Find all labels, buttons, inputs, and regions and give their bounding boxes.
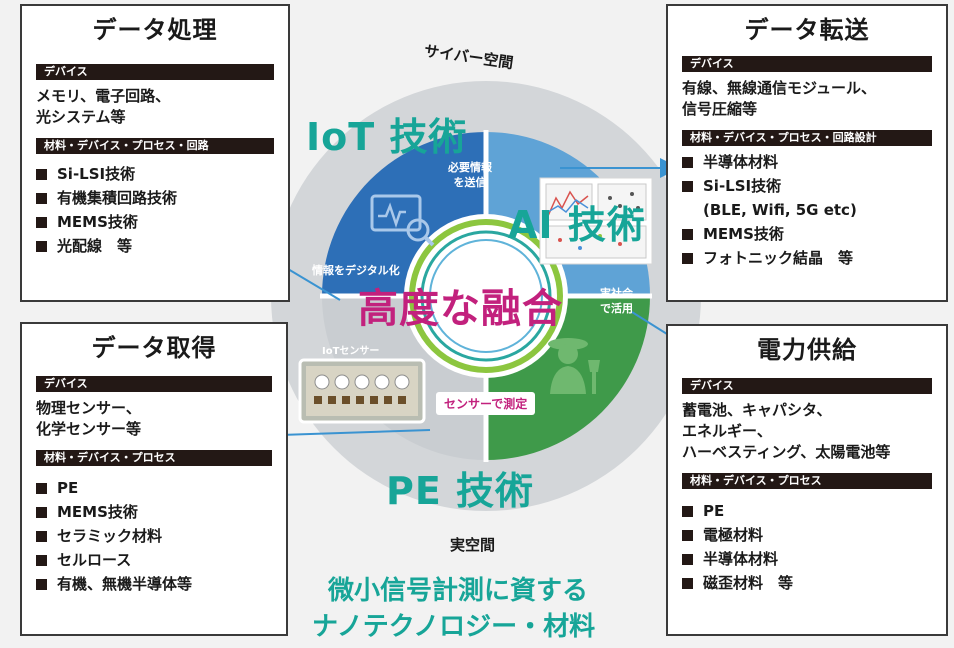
iot-sensor-label: IoTセンサー — [322, 346, 380, 357]
data-processing-title: データ処理 — [92, 16, 218, 44]
list-item: MEMS技術 — [36, 500, 272, 524]
device-label: デバイス — [682, 56, 932, 72]
list-item: 有機集積回路技術 — [36, 186, 274, 210]
digitize-label: 情報をデジタル化 — [312, 264, 400, 277]
device-label: デバイス — [36, 376, 272, 392]
bottom-title-line1: 微小信号計測に資する — [328, 576, 589, 606]
pe-tech-label: PE 技術 — [386, 469, 535, 513]
list-item: セルロース — [36, 548, 272, 572]
data-acquisition-box: データ取得 デバイス 物理センサー、 化学センサー等 材料・デバイス・プロセス … — [20, 322, 288, 636]
list-item: 光配線 等 — [36, 234, 274, 258]
list-item: フォトニック結晶 等 — [682, 246, 932, 270]
list-item: (BLE, Wifi, 5G etc) — [703, 201, 857, 219]
data-acquisition-title: データ取得 — [91, 334, 217, 362]
data-transfer-title: データ転送 — [744, 16, 870, 44]
list-item: MEMS技術 — [36, 210, 274, 234]
power-supply-title: 電力供給 — [757, 336, 857, 364]
list-item: 電極材料 — [682, 523, 932, 547]
monitor-search-icon — [370, 194, 435, 247]
power-supply-box: 電力供給 デバイス 蓄電池、キャパシタ、 エネルギー、 ハーベスティング、太陽電… — [666, 324, 948, 636]
list-item: 半導体材料 — [682, 547, 932, 571]
materials-label: 材料・デバイス・プロセス — [36, 450, 272, 466]
chart-image-icon — [539, 177, 653, 265]
device-text: 蓄電池、キャパシタ、 エネルギー、 ハーベスティング、太陽電池等 — [682, 401, 891, 461]
materials-label: 材料・デバイス・プロセス — [682, 473, 932, 489]
list-item: 磁歪材料 等 — [682, 571, 932, 595]
society-label: 実社会 で活用 — [600, 287, 633, 315]
sensor-board-image — [298, 358, 426, 424]
fusion-label: 高度な融合 — [358, 286, 563, 332]
list-item: Si-LSI技術 — [36, 162, 274, 186]
real-space-label: 実空間 — [450, 536, 496, 554]
device-text: 有線、無線通信モジュール、 信号圧縮等 — [682, 79, 876, 118]
data-transfer-box: データ転送 デバイス 有線、無線通信モジュール、 信号圧縮等 材料・デバイス・プ… — [666, 4, 948, 302]
list-item: Si-LSI技術 — [682, 174, 932, 198]
device-text: 物理センサー、 化学センサー等 — [36, 399, 142, 438]
device-label: デバイス — [682, 378, 932, 394]
farmer-icon — [548, 338, 600, 394]
list-item: 有機、無機半導体等 — [36, 572, 272, 596]
list-item: MEMS技術 — [682, 222, 932, 246]
data-processing-box: データ処理 デバイス メモリ、電子回路、 光システム等 材料・デバイス・プロセス… — [20, 4, 290, 302]
bottom-title-line2: ナノテクノロジー・材料 — [312, 612, 596, 642]
device-text: メモリ、電子回路、 光システム等 — [36, 87, 171, 126]
device-label: デバイス — [36, 64, 274, 80]
iot-tech-label: IoT 技術 — [306, 115, 468, 159]
sensor-measure-label: センサーで測定 — [436, 392, 536, 415]
send-info-label: 必要情報 を送信 — [448, 161, 492, 189]
list-item: PE — [682, 499, 932, 523]
materials-label: 材料・デバイス・プロセス・回路設計 — [682, 130, 932, 146]
list-item: セラミック材料 — [36, 524, 272, 548]
list-item: PE — [36, 476, 272, 500]
ai-tech-label: AI 技術 — [508, 203, 646, 247]
materials-label: 材料・デバイス・プロセス・回路 — [36, 138, 274, 154]
list-item: 半導体材料 — [682, 150, 932, 174]
